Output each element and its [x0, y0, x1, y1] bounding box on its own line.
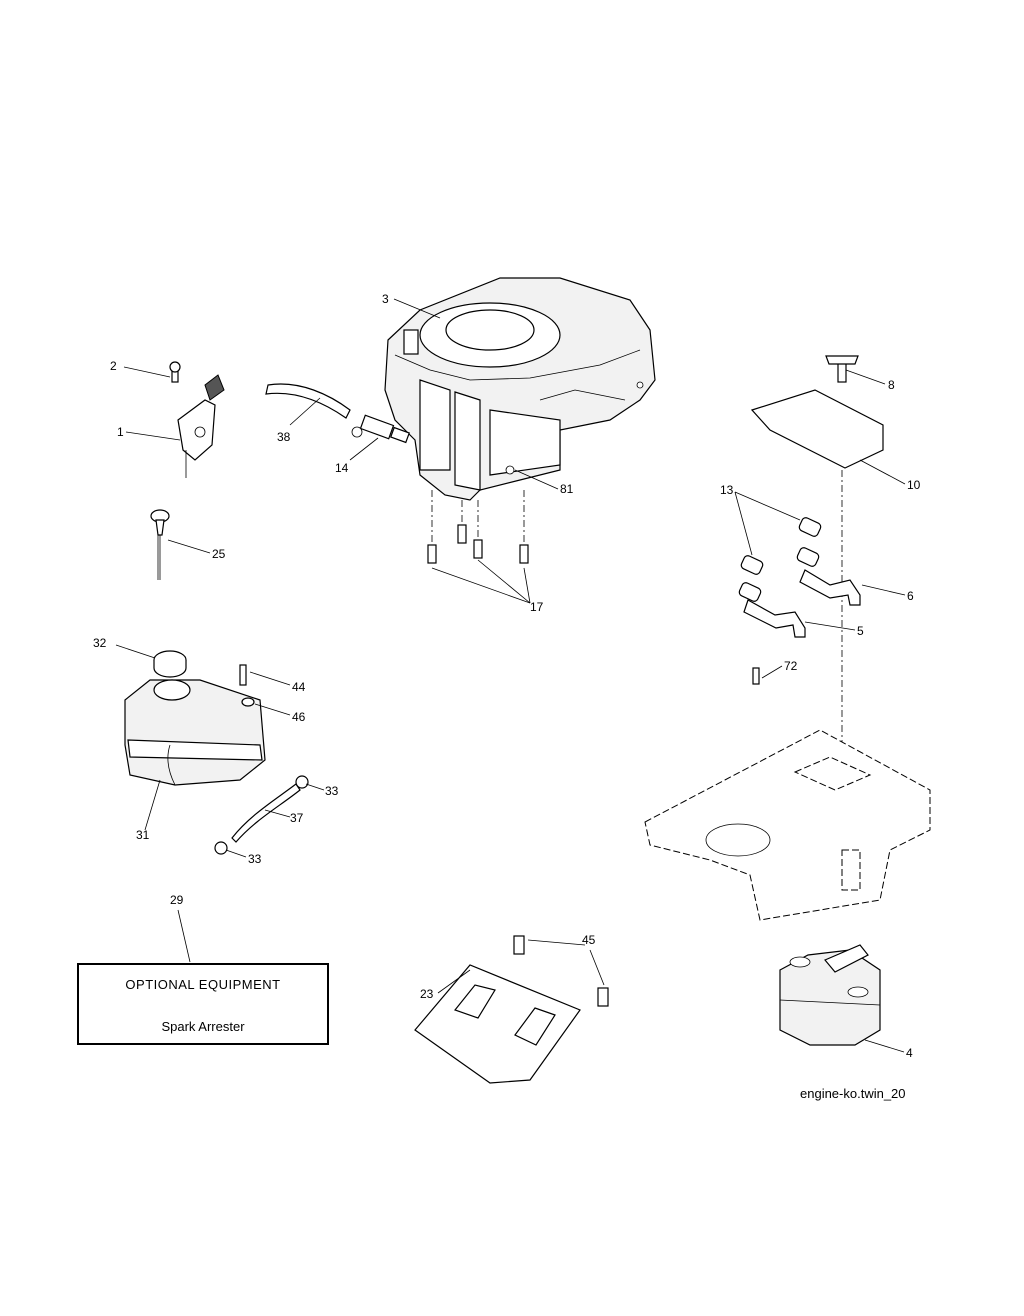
callout-3: 3: [382, 292, 389, 306]
callout-37: 37: [290, 811, 304, 825]
fuel-tank: [124, 650, 266, 786]
optional-equipment-box: OPTIONAL EQUIPMENT Spark Arrester: [77, 963, 329, 1045]
callout-32: 32: [93, 636, 107, 650]
callout-46: 46: [292, 710, 306, 724]
callout-38: 38: [277, 430, 291, 444]
dipstick: [150, 509, 170, 580]
callout-labels: 3 2 1 38 14 81 25 17 8 10 13 6 5 72 32 4…: [93, 292, 921, 1060]
callout-33-upper: 33: [325, 784, 339, 798]
callout-25: 25: [212, 547, 226, 561]
callout-8: 8: [888, 378, 895, 392]
muffler: [779, 944, 881, 1046]
callout-33-lower: 33: [248, 852, 262, 866]
callout-29: 29: [170, 893, 184, 907]
heat-shield: [750, 355, 884, 760]
mower-frame: [644, 729, 931, 921]
engine-assembly: [384, 277, 656, 501]
leader-lines: [115, 298, 906, 1053]
callout-4: 4: [906, 1046, 913, 1060]
callout-23: 23: [420, 987, 434, 1001]
muffler-shield: [414, 935, 609, 1084]
callout-72: 72: [784, 659, 798, 673]
callout-1: 1: [117, 425, 124, 439]
callout-31: 31: [136, 828, 150, 842]
callout-45: 45: [582, 933, 596, 947]
callout-2: 2: [110, 359, 117, 373]
callout-44: 44: [292, 680, 306, 694]
drawing-identifier: engine-ko.twin_20: [800, 1086, 906, 1101]
exhaust-pipes: [738, 517, 861, 685]
callout-6: 6: [907, 589, 914, 603]
optional-equipment-title: OPTIONAL EQUIPMENT: [125, 977, 281, 992]
callout-14: 14: [335, 461, 349, 475]
callout-81: 81: [560, 482, 574, 496]
engine-bolts: [427, 490, 529, 564]
callout-17: 17: [530, 600, 544, 614]
fuel-line: [265, 383, 410, 444]
optional-equipment-item: Spark Arrester: [161, 1019, 245, 1034]
callout-10: 10: [907, 478, 921, 492]
fuel-hose: [214, 775, 309, 855]
throttle-control: [169, 361, 225, 478]
callout-13: 13: [720, 483, 734, 497]
callout-5: 5: [857, 624, 864, 638]
